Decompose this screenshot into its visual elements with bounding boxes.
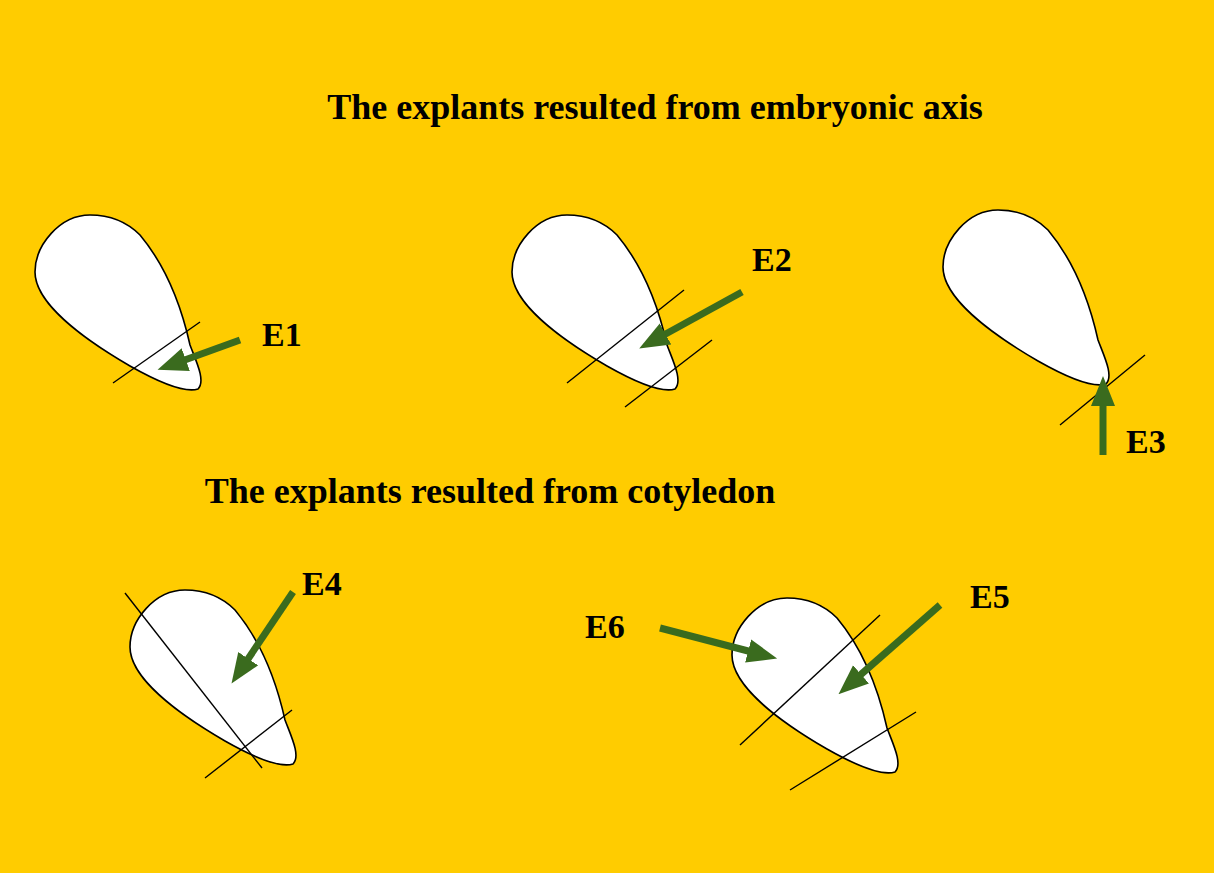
callout-label: E6 <box>585 608 625 645</box>
cut-line <box>113 322 200 383</box>
section-heading: The explants resulted from embryonic axi… <box>327 88 983 128</box>
pointer-arrow <box>660 628 752 652</box>
seed-shape <box>943 210 1109 385</box>
pointer-arrow <box>1100 402 1107 455</box>
seed-shape <box>732 598 898 773</box>
section-heading: The explants resulted from cotyledon <box>205 472 776 512</box>
cut-line <box>625 340 712 407</box>
seed-shape <box>130 590 296 765</box>
callout-label: E5 <box>970 578 1010 615</box>
pointer-arrow <box>662 292 742 336</box>
callout-label: E3 <box>1126 423 1166 460</box>
pointer-arrow <box>858 605 940 677</box>
callout-label: E4 <box>302 565 342 602</box>
cut-line <box>790 712 916 790</box>
callout-label: E2 <box>752 241 792 278</box>
cut-line <box>740 615 880 745</box>
seed-shape <box>512 215 678 390</box>
seed-shape <box>35 215 201 390</box>
callout-label: E1 <box>262 316 302 353</box>
pointer-arrow <box>246 592 293 662</box>
cut-line <box>125 593 262 768</box>
cut-line <box>205 710 292 778</box>
pointer-arrow <box>182 340 240 361</box>
